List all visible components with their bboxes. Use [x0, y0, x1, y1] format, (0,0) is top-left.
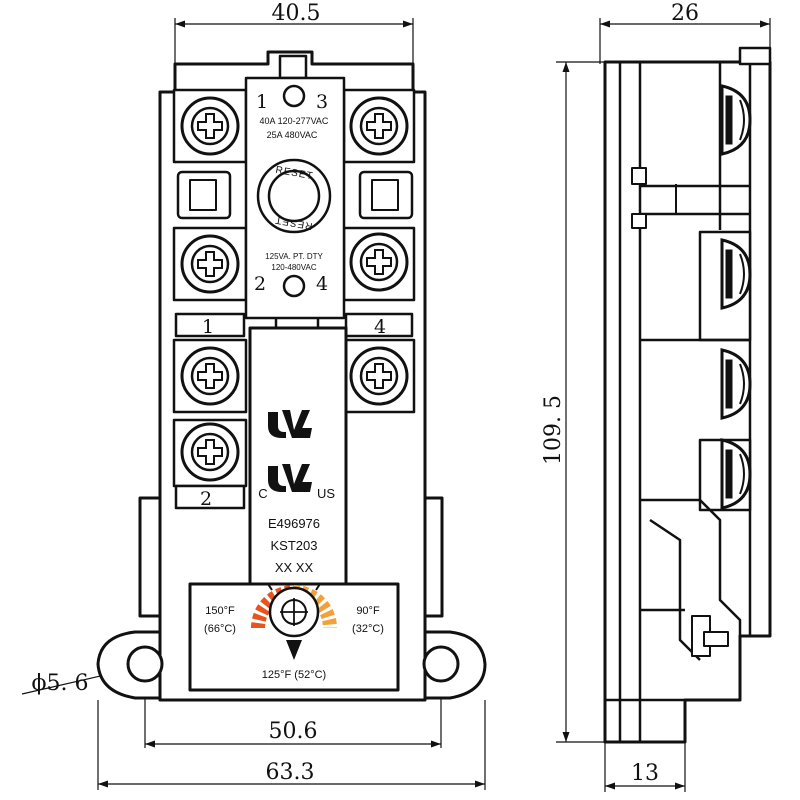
terminal-label-mid-2: 2: [254, 273, 266, 295]
temp-high-f: 150°F: [205, 605, 235, 617]
screw-icon: [180, 346, 240, 406]
cert-prefix: C: [258, 486, 267, 501]
model-number: KST203: [271, 538, 318, 553]
screw-icon: [349, 232, 409, 292]
terminal-screws: [180, 96, 409, 482]
temp-mid: 125°F (52°C): [262, 669, 326, 681]
ul-mark-icon: [268, 410, 312, 438]
screw-icon: [180, 422, 240, 482]
terminal-label-bottom-2: 2: [200, 488, 212, 510]
c-ul-us-mark-icon: [268, 464, 312, 492]
dim-top-width: 40.5: [272, 1, 321, 26]
temperature-dial: [251, 583, 337, 660]
rating-top-line1: 40A 120-277VAC: [260, 116, 329, 126]
terminal-label-top-3: 3: [316, 91, 328, 113]
screw-icon: [349, 96, 409, 156]
terminal-label-low-4: 4: [374, 316, 386, 338]
terminal-label-mid-4: 4: [316, 273, 328, 295]
terminal-label-low-1: 1: [202, 316, 214, 338]
dim-side-depth: 26: [671, 1, 699, 26]
side-screw-heads: [720, 84, 752, 510]
cert-suffix: US: [317, 486, 335, 501]
temp-high-c: (66°C): [204, 623, 236, 635]
code-mark: XX XX: [275, 560, 314, 575]
temp-low-c: (32°C): [352, 623, 384, 635]
side-view: [603, 46, 772, 744]
dim-hole-spacing: 50.6: [269, 719, 318, 744]
temp-low-f: 90°F: [356, 605, 380, 617]
screw-icon: [349, 346, 409, 406]
dim-hole-diameter: ϕ5. 6: [32, 671, 89, 696]
dimension-lines: [21, 18, 771, 792]
dim-side-base: 13: [631, 761, 659, 786]
screw-icon: [180, 234, 240, 294]
rating-mid-line2: 120-480VAC: [271, 263, 316, 272]
dimension-arrows: [98, 20, 770, 790]
rating-mid-line1: 125VA. PT. DTY: [265, 252, 323, 261]
dim-base-width: 63.3: [266, 760, 315, 785]
dim-height: 109. 5: [541, 395, 566, 465]
screw-icon: [180, 96, 240, 156]
rating-top-line2: 25A 480VAC: [267, 130, 318, 140]
terminal-label-top-1: 1: [256, 91, 268, 113]
file-number: E496976: [268, 516, 320, 531]
